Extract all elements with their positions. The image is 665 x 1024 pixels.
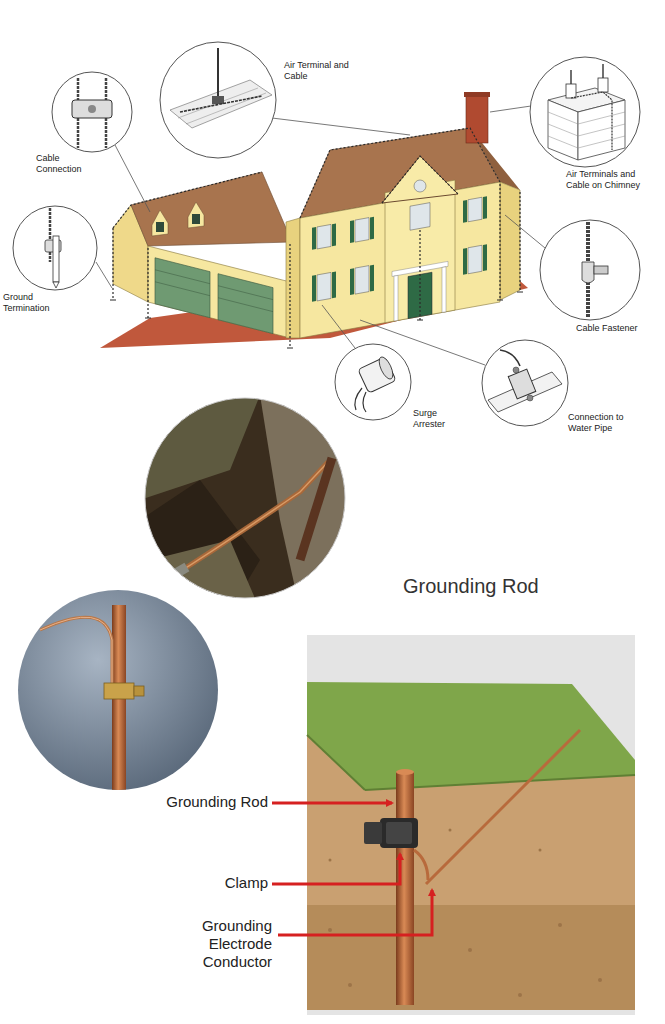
photo-border — [145, 398, 345, 598]
house — [286, 92, 520, 338]
cross-section — [307, 635, 635, 1015]
pointer-arrow — [272, 803, 432, 935]
callout-circle — [335, 344, 411, 420]
trench-photo — [140, 395, 350, 610]
part-label: Clamp — [200, 874, 268, 892]
part-label: Grounding Electrode Conductor — [180, 917, 272, 971]
conductor-route — [113, 128, 520, 348]
callout-label: Ground Termination — [3, 292, 58, 314]
leader-line — [96, 106, 545, 365]
garage — [113, 172, 292, 338]
rod-photo — [18, 590, 218, 795]
callout-label: Connection to Water Pipe — [568, 412, 630, 434]
callout-label: Cable Fastener — [576, 323, 656, 334]
callout-label: Air Terminals and Cable on Chimney — [566, 169, 656, 191]
callout-circle — [540, 220, 640, 320]
callout-label: Air Terminal and Cable — [284, 60, 364, 82]
callout-label: Cable Connection — [36, 153, 96, 175]
callout-circle — [160, 42, 276, 158]
callout-circle — [530, 57, 640, 167]
section-heading: Grounding Rod — [403, 574, 603, 598]
part-label: Grounding Rod — [150, 793, 268, 811]
callout-circle — [13, 206, 97, 290]
ground-marker — [110, 292, 523, 348]
callout-circle — [482, 340, 568, 426]
callout-circle — [52, 72, 132, 152]
callout-label: Surge Arrester — [413, 408, 458, 430]
